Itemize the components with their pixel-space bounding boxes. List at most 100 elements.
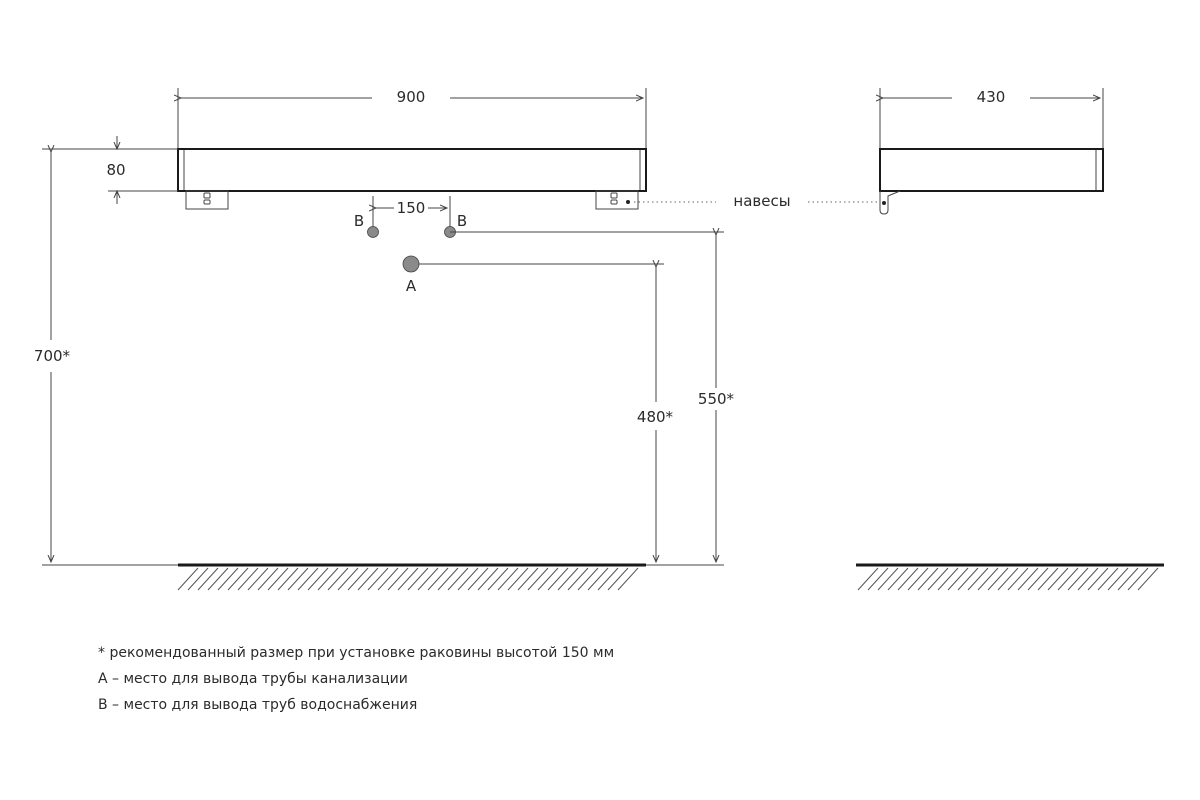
note-recommended-size: * рекомендованный размер при установке р… — [98, 645, 615, 661]
hatch-stroke — [517, 567, 539, 591]
hatch-stroke — [1087, 567, 1109, 591]
hatch-stroke — [897, 567, 919, 591]
hatch-stroke — [527, 567, 549, 591]
hatch-stroke — [497, 567, 519, 591]
hatch-stroke — [1057, 567, 1079, 591]
hatch-stroke — [327, 567, 349, 591]
hatch-stroke — [237, 567, 259, 591]
hatch-stroke — [1037, 567, 1059, 591]
hatch-stroke — [387, 567, 409, 591]
hatch-stroke — [857, 567, 879, 591]
hatch-stroke — [487, 567, 509, 591]
hatch-stroke — [407, 567, 429, 591]
hatch-stroke — [247, 567, 269, 591]
hatch-stroke — [347, 567, 369, 591]
hatch-stroke — [1067, 567, 1089, 591]
hanger-bracket-right — [595, 190, 639, 210]
hanger-side — [879, 190, 901, 215]
hatch-stroke — [187, 567, 209, 591]
hatch-stroke — [547, 567, 569, 591]
label-supply-right: B — [457, 212, 467, 230]
hatch-stroke — [1127, 567, 1149, 591]
hatch-stroke — [887, 567, 909, 591]
hatch-stroke — [287, 567, 309, 591]
hatch-stroke — [607, 567, 629, 591]
drain-pipe — [402, 255, 420, 273]
dim-front-width: 900 — [397, 88, 426, 106]
label-supply-left: B — [354, 212, 364, 230]
hatch-stroke — [197, 567, 219, 591]
hatch-stroke — [927, 567, 949, 591]
hatch-stroke — [177, 567, 199, 591]
hatch-stroke — [557, 567, 579, 591]
hatch-stroke — [977, 567, 999, 591]
hatch-stroke — [367, 567, 389, 591]
hatch-stroke — [437, 567, 459, 591]
hatch-stroke — [507, 567, 529, 591]
hatch-stroke — [1107, 567, 1129, 591]
dim-side-depth: 430 — [977, 88, 1006, 106]
hatch-stroke — [257, 567, 279, 591]
hatch-stroke — [957, 567, 979, 591]
hatch-stroke — [567, 567, 589, 591]
hatch-stroke — [597, 567, 619, 591]
hatch-stroke — [377, 567, 399, 591]
hatch-stroke — [967, 567, 989, 591]
cabinet-side — [879, 148, 1104, 192]
hatch-stroke — [537, 567, 559, 591]
hatch-stroke — [947, 567, 969, 591]
hatch-stroke — [277, 567, 299, 591]
hatch-stroke — [357, 567, 379, 591]
label-drain: A — [406, 277, 417, 295]
hatch-stroke — [1137, 567, 1159, 591]
dim-drain-height: 480* — [637, 408, 674, 426]
hatch-stroke — [877, 567, 899, 591]
hatch-stroke — [917, 567, 939, 591]
hatch-stroke — [297, 567, 319, 591]
hatch-stroke — [267, 567, 289, 591]
hatch-stroke — [307, 567, 329, 591]
legend-notes: * рекомендованный размер при установке р… — [98, 640, 614, 718]
hatch-stroke — [207, 567, 229, 591]
floor-hatch-front — [177, 567, 639, 591]
hatch-stroke — [987, 567, 1009, 591]
dim-supply-height: 550* — [698, 390, 735, 408]
note-drain-location: A – место для вывода трубы канализации — [98, 671, 408, 687]
hatch-stroke — [1117, 567, 1139, 591]
hatch-stroke — [337, 567, 359, 591]
hatch-stroke — [447, 567, 469, 591]
hatch-stroke — [467, 567, 489, 591]
hatch-stroke — [937, 567, 959, 591]
note-supply-location: B – место для вывода труб водоснабжения — [98, 697, 418, 713]
hanger-bracket-left — [185, 190, 229, 210]
hatch-stroke — [1027, 567, 1049, 591]
hatch-stroke — [217, 567, 239, 591]
hatch-stroke — [907, 567, 929, 591]
hatch-stroke — [477, 567, 499, 591]
hatch-stroke — [997, 567, 1019, 591]
hatch-stroke — [1017, 567, 1039, 591]
front-view: 900 80 700* 15 — [34, 88, 735, 591]
cabinet-front — [177, 148, 647, 192]
dim-pipe-spacing: 150 — [397, 199, 426, 217]
hatch-stroke — [1047, 567, 1069, 591]
hatch-stroke — [1077, 567, 1099, 591]
hatch-stroke — [417, 567, 439, 591]
dim-total-height: 700* — [34, 347, 71, 365]
side-view: 430 — [856, 88, 1164, 591]
hatch-stroke — [427, 567, 449, 591]
hatch-stroke — [397, 567, 419, 591]
hatch-stroke — [457, 567, 479, 591]
hatch-stroke — [227, 567, 249, 591]
hatch-stroke — [1007, 567, 1029, 591]
hatch-stroke — [577, 567, 599, 591]
label-hangers: навесы — [733, 192, 790, 210]
hatch-stroke — [617, 567, 639, 591]
floor-hatch-side — [857, 567, 1159, 591]
hatch-stroke — [1097, 567, 1119, 591]
supply-pipe-left — [367, 226, 379, 238]
hatch-stroke — [587, 567, 609, 591]
dim-cabinet-height: 80 — [106, 161, 125, 179]
hatch-stroke — [867, 567, 889, 591]
